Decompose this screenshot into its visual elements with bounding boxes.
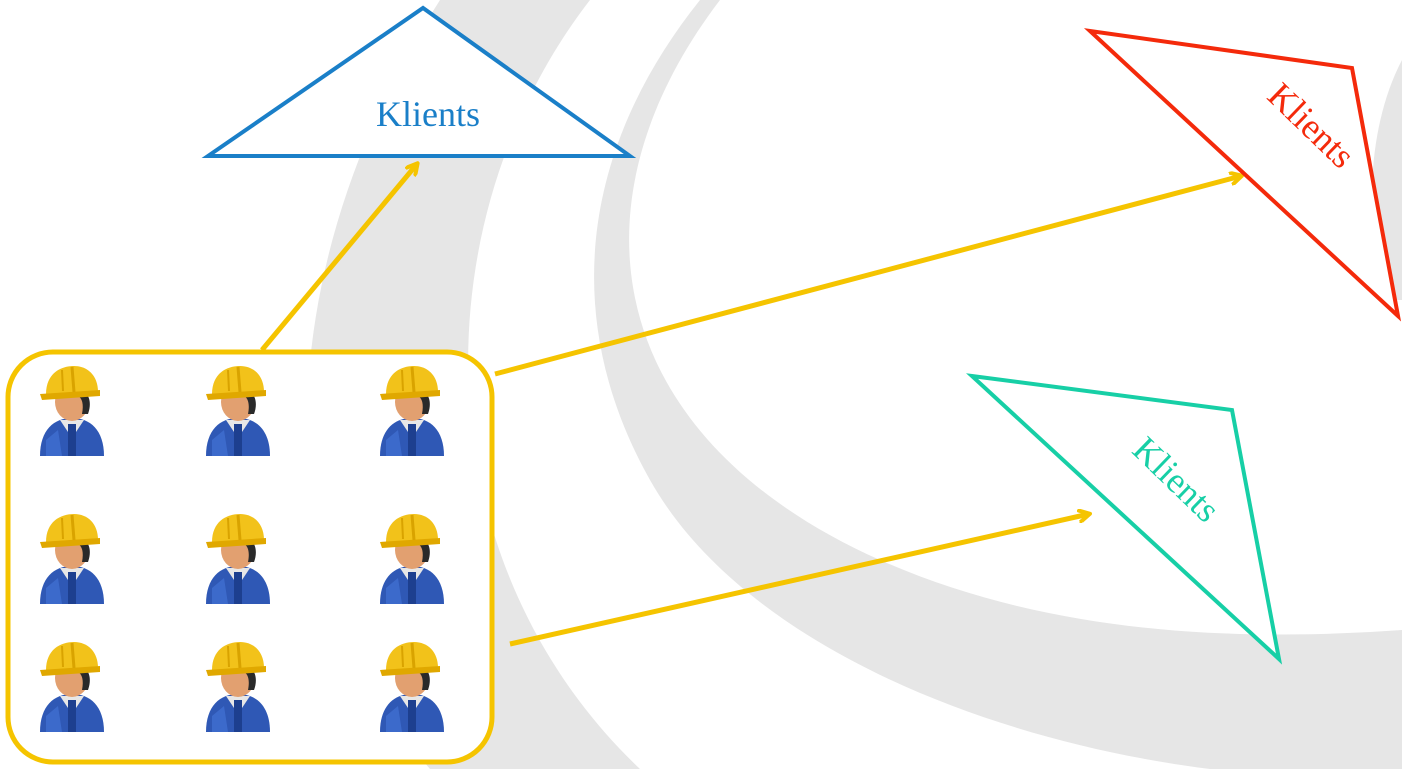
- arrow-to-client-blue: [260, 164, 417, 352]
- client-triangle-blue: [201, 5, 637, 158]
- client-triangle-teal: [966, 373, 1283, 665]
- client-triangle-red: [1083, 28, 1402, 322]
- arrow-to-client-teal: [509, 514, 1089, 647]
- arrow-to-client-red: [494, 176, 1241, 377]
- client-label-blue: Klients: [376, 94, 480, 134]
- background-swoosh: [594, 0, 1402, 769]
